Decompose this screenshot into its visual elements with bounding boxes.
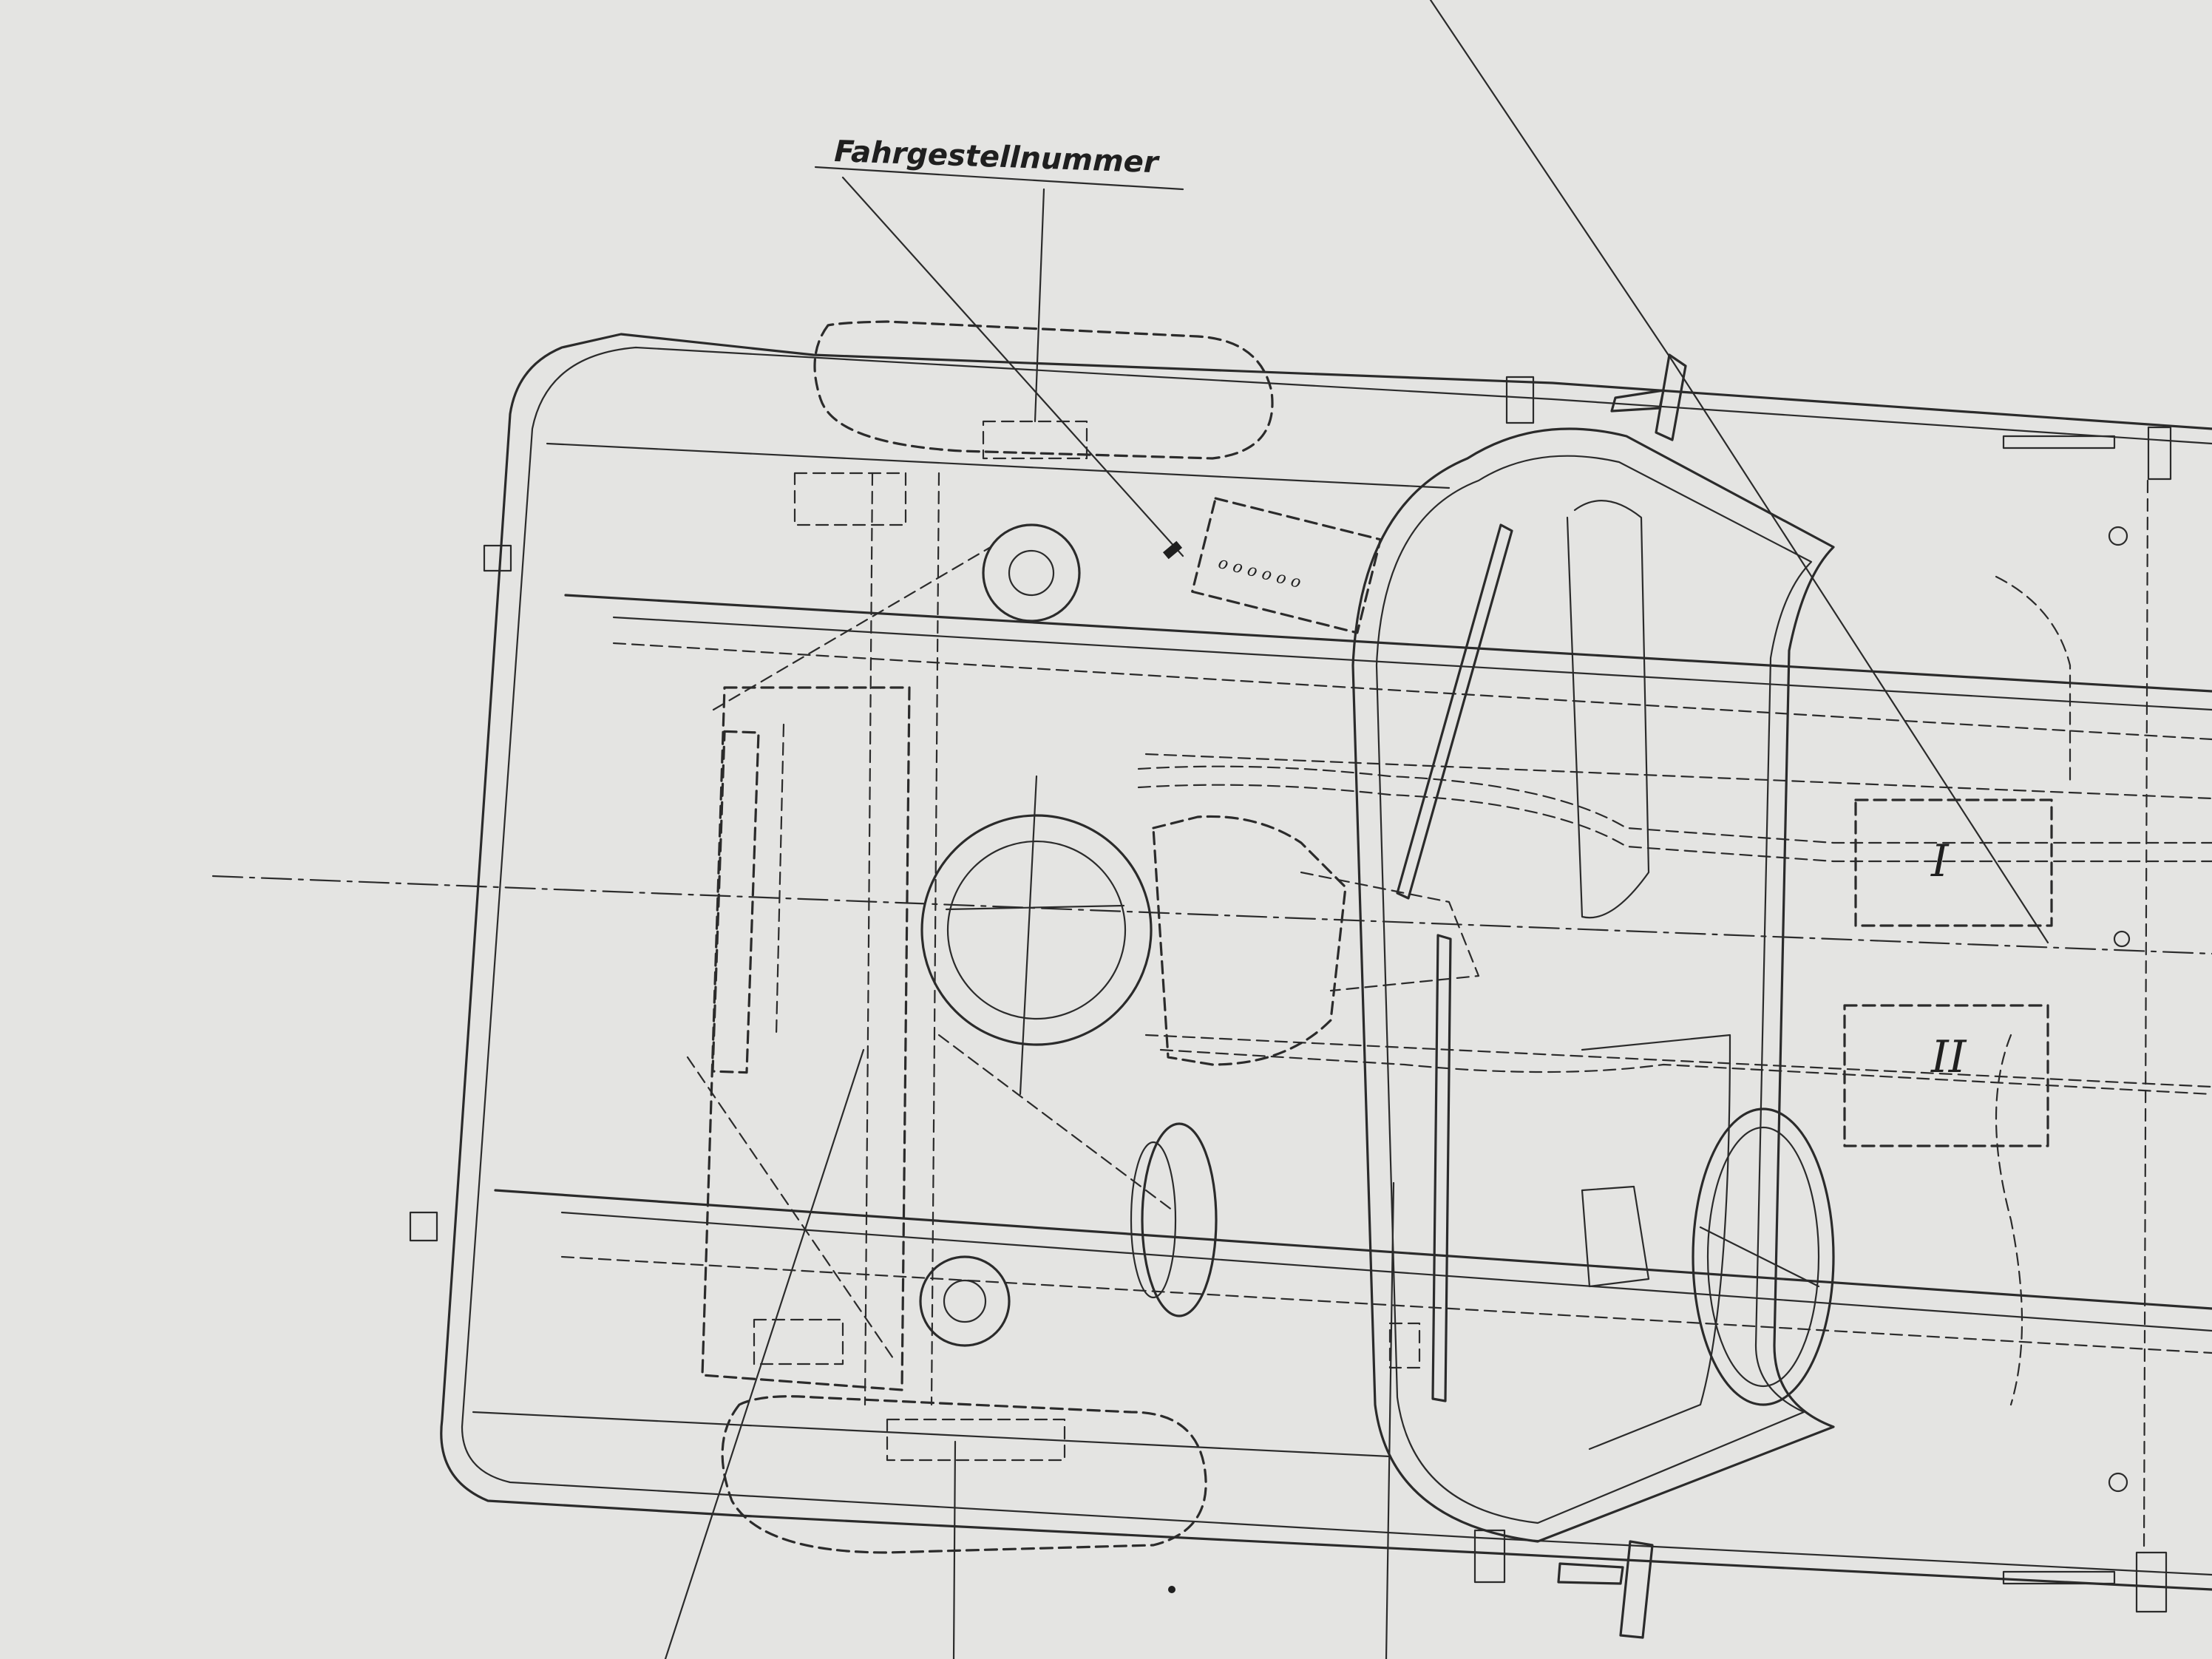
seat-box-ii <box>1843 1004 2049 1147</box>
rail-bottom <box>494 1189 2212 1310</box>
dashboard-curve <box>1566 500 1650 919</box>
door-slot-top <box>2002 435 2116 449</box>
brake-line <box>1159 1048 2212 1096</box>
bumper-nub-top <box>483 544 512 572</box>
small-box-5 <box>1388 1322 1421 1369</box>
body-inner-outline <box>461 346 2212 1576</box>
seat-box-i <box>1854 798 2053 927</box>
sill-top <box>546 442 1451 489</box>
steering-wheel-inner <box>1706 1126 1820 1388</box>
small-box-3 <box>982 420 1088 460</box>
leader-line-diagonal <box>1671 359 2049 944</box>
front-wheel-bottom <box>721 1395 1207 1554</box>
dashed-rail-1 <box>612 642 2212 741</box>
dashboard-lower <box>1581 1034 1731 1451</box>
strut-mount-top-inner <box>1008 549 1055 597</box>
battery-cells: o o o o o o <box>1216 554 1303 592</box>
leader-line-top <box>1429 0 1674 362</box>
small-box-1 <box>793 472 907 526</box>
front-wheel-top <box>813 320 1274 460</box>
subframe <box>701 686 911 1391</box>
radiator <box>711 730 760 1074</box>
vertical-ref-3 <box>664 1048 865 1659</box>
pillar-top-2 <box>2147 426 2172 481</box>
seat-label-i: I <box>1930 835 1950 887</box>
subframe-strut-1 <box>864 472 874 1406</box>
bolt-bottom <box>2108 1472 2128 1493</box>
engine-housing-inner <box>946 840 1127 1020</box>
rear-seat-top <box>1995 575 2072 785</box>
bumper-nub-bottom <box>409 1211 438 1242</box>
dot-mark <box>1168 1586 1175 1593</box>
battery-box <box>1191 497 1382 634</box>
brake-drum-bottom <box>1141 1122 1218 1317</box>
vertical-ref-1 <box>1385 1181 1395 1659</box>
label-leader-1 <box>841 176 1184 557</box>
subframe-strut-3 <box>775 723 785 1037</box>
tie-rod-bottom <box>686 1056 896 1362</box>
small-box-4 <box>886 1418 1066 1462</box>
sill-bottom <box>472 1411 1391 1458</box>
steering-spoke <box>1699 1226 1820 1288</box>
pillar-top-1 <box>1505 376 1535 424</box>
strut-mount-bottom <box>919 1255 1011 1347</box>
exhaust-tube <box>1137 765 2212 844</box>
chassis-number-mark <box>1162 540 1183 560</box>
label-underline <box>814 166 1184 191</box>
chassis-number-label: Fahrgestellnummer <box>834 135 1161 180</box>
rear-vertical-dash <box>2143 479 2149 1554</box>
rail-top <box>564 594 2212 693</box>
vertical-ref-2 <box>952 1440 957 1659</box>
label-leader-2 <box>1034 188 1045 423</box>
engine-cross-v <box>1019 775 1038 1096</box>
windscreen-frame <box>1351 427 1835 1543</box>
centre-line <box>211 875 2212 955</box>
steering-wheel <box>1692 1107 1835 1406</box>
small-box-2 <box>753 1318 844 1365</box>
bolt-top <box>2108 526 2128 546</box>
body-outline <box>440 333 2212 1591</box>
bolt-center <box>2113 930 2131 948</box>
door-slot-bottom <box>2002 1570 2116 1585</box>
gearbox <box>1152 815 1347 1066</box>
subframe-strut-2 <box>930 472 940 1406</box>
seat-label-ii: II <box>1930 1031 1967 1083</box>
dashed-rail-3 <box>1144 753 2212 800</box>
pillar-bottom-1 <box>1473 1529 1506 1584</box>
pillar-bottom-2 <box>2135 1551 2168 1613</box>
wiper-top <box>1396 523 1513 900</box>
tie-rod-mid <box>937 1034 1177 1214</box>
dashed-rail-4 <box>1144 1034 2212 1088</box>
engine-cross-h <box>945 904 1125 911</box>
mirror-top <box>1610 353 1687 441</box>
exhaust-tube-2 <box>1137 784 2212 863</box>
rear-seat-bottom <box>1995 1034 2023 1406</box>
pedal-box <box>1581 1185 1650 1288</box>
strut-mount-bottom-inner <box>943 1279 987 1323</box>
brake-drum-bottom-inner <box>1130 1141 1177 1299</box>
rail-bottom-lower <box>560 1211 2212 1332</box>
rail-top-lower <box>612 616 2212 711</box>
gearbox-extension <box>1300 871 1480 992</box>
engine-housing-outer <box>920 814 1153 1046</box>
windscreen-inner <box>1375 455 1813 1524</box>
dashed-rail-2 <box>560 1255 2212 1354</box>
wiper-bottom <box>1431 934 1452 1402</box>
tie-rod-top <box>712 546 992 711</box>
mirror-bottom <box>1557 1540 1654 1639</box>
strut-mount-top <box>982 523 1081 622</box>
